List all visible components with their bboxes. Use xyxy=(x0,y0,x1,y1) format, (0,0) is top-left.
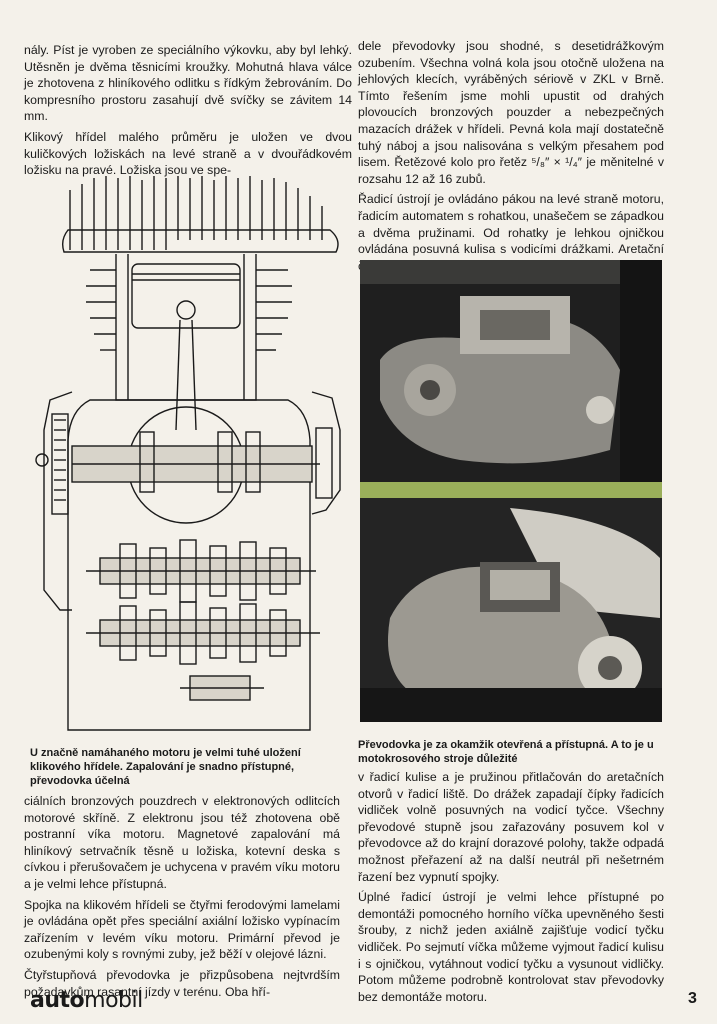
cylinder-barrel xyxy=(86,254,292,401)
page-number: 3 xyxy=(688,990,697,1007)
logo-part: mobil xyxy=(84,988,143,1013)
paragraph: Klikový hřídel malého průměru je uložen … xyxy=(24,129,352,178)
crankcase xyxy=(67,399,320,731)
paragraph: nály. Píst je vyroben ze speciálního výk… xyxy=(24,43,352,124)
paragraph: v řadicí kulise a je pružinou přitlačová… xyxy=(358,770,664,884)
column-right-bottom: v řadicí kulise a je pružinou přitlačová… xyxy=(358,769,664,1009)
paragraph: Čtyřstupňová převodovka je přizpůsobena … xyxy=(24,967,340,999)
column-left-top: nály. Píst je vyroben ze speciálního výk… xyxy=(24,42,352,183)
column-right-top: dele převodovky jsou shodné, s desetidrá… xyxy=(358,38,664,278)
logo-part: auto xyxy=(30,988,85,1013)
paragraph: dele převodovky jsou shodné, s desetidrá… xyxy=(358,39,664,186)
caption-diagram: U značně namáhaného motoru je velmi tuhé… xyxy=(30,747,301,787)
paragraph: Spojka na klikovém hřídeli se čtyřmi fer… xyxy=(24,897,340,962)
engine-cross-section-diagram xyxy=(35,176,341,731)
photo-gearbox-open xyxy=(360,498,662,722)
caption-photos: Převodovka je za okamžik otevřená a přís… xyxy=(358,739,654,765)
gearbox xyxy=(86,539,320,701)
ignition-cover xyxy=(311,391,341,515)
clutch-cover xyxy=(35,391,73,611)
column-left-bottom: ciálních bronzových pouzdrech v elektron… xyxy=(24,793,340,1004)
photo-engine-gearbox-closed xyxy=(360,260,662,482)
paragraph: Úplné řadicí ústrojí je velmi lehce přís… xyxy=(358,890,664,1004)
piston xyxy=(131,263,241,431)
magazine-logo: automobil xyxy=(30,988,143,1013)
cylinder-head-fins xyxy=(61,176,339,253)
paragraph: ciálních bronzových pouzdrech v elektron… xyxy=(24,794,340,891)
green-band xyxy=(360,482,662,498)
